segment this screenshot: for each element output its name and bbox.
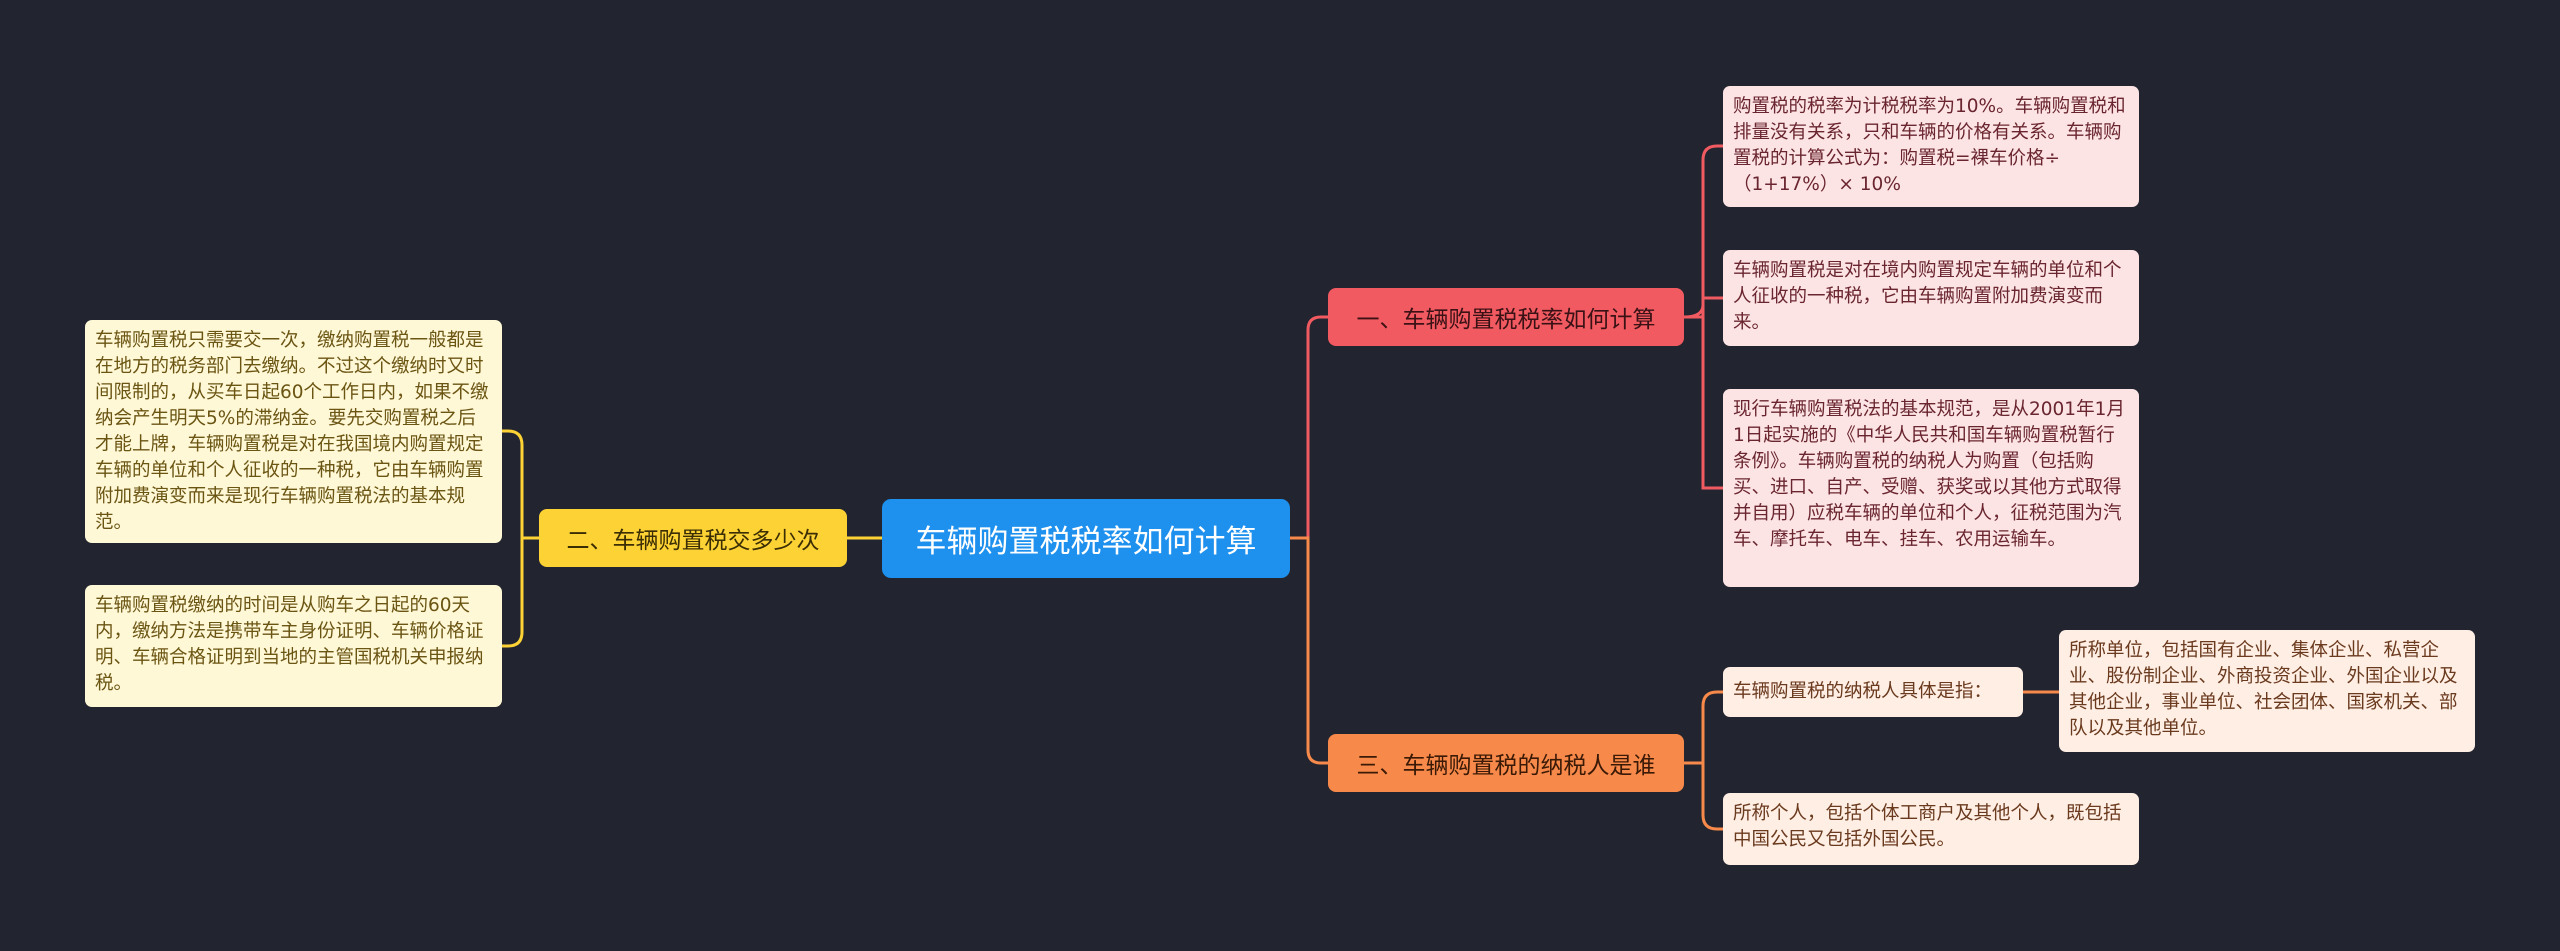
branch-payment-times[interactable]: 二、车辆购置税交多少次 [539, 509, 847, 567]
branch-taxpayer[interactable]: 三、车辆购置税的纳税人是谁 [1328, 734, 1684, 792]
leaf-regulation[interactable]: 现行车辆购置税法的基本规范，是从2001年1月1日起实施的《中华人民共和国车辆购… [1723, 389, 2139, 587]
leaf-pay-once[interactable]: 车辆购置税只需要交一次，缴纳购置税一般都是在地方的税务部门去缴纳。不过这个缴纳时… [85, 320, 502, 543]
leaf-taxpayer-intro[interactable]: 车辆购置税的纳税人具体是指： [1723, 667, 2023, 717]
link-branch2-leaves [502, 429, 539, 648]
link-root-branch3 [1290, 536, 1328, 765]
link-root-branch1 [1290, 315, 1328, 540]
leaf-rate-formula[interactable]: 购置税的税率为计税税率为10%。车辆购置税和排量没有关系，只和车辆的价格有关系。… [1723, 86, 2139, 207]
leaf-pay-deadline[interactable]: 车辆购置税缴纳的时间是从购车之日起的60天内，缴纳方法是携带车主身份证明、车辆价… [85, 585, 502, 707]
link-branch1-leaves [1683, 144, 1723, 490]
leaf-definition[interactable]: 车辆购置税是对在境内购置规定车辆的单位和个人征收的一种税，它由车辆购置附加费演变… [1723, 250, 2139, 346]
leaf-taxpayer-individuals[interactable]: 所称个人，包括个体工商户及其他个人，既包括中国公民又包括外国公民。 [1723, 793, 2139, 865]
link-branch3-leaves [1684, 690, 1723, 831]
leaf-taxpayer-units[interactable]: 所称单位，包括国有企业、集体企业、私营企业、股份制企业、外商投资企业、外国企业以… [2059, 630, 2475, 752]
root-topic[interactable]: 车辆购置税税率如何计算 [882, 499, 1290, 578]
branch-tax-rate[interactable]: 一、车辆购置税税率如何计算 [1328, 288, 1684, 346]
